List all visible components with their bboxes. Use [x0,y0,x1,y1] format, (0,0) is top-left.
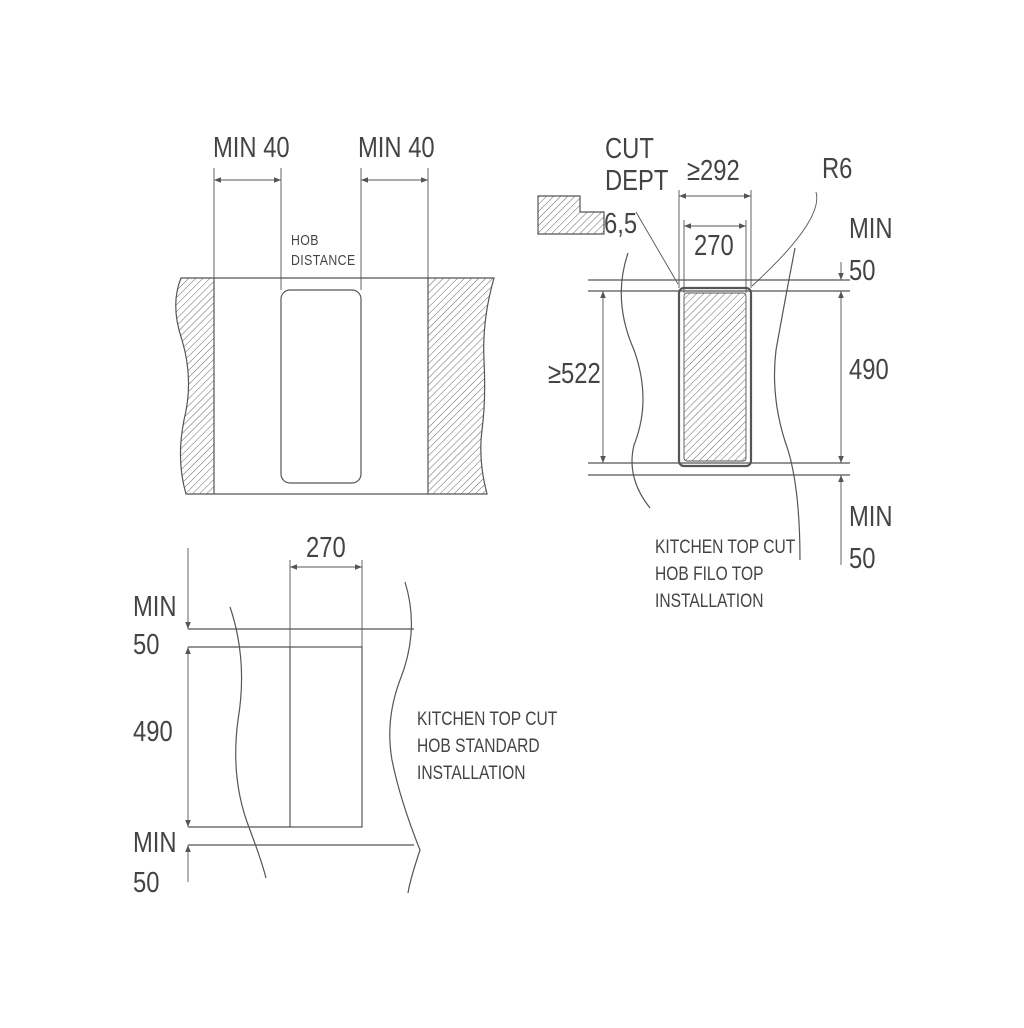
min-40-right-label: MIN 40 [358,132,435,164]
min-50-bottom-label: MIN 50 [133,827,177,899]
width-inner-label: 270 [694,230,734,262]
standard-view [185,548,421,894]
hob-distance-label: HOB DISTANCE [291,232,356,269]
cut-dept-label: CUT DEPT [605,133,669,197]
depth-outer-label: ≥522 [548,358,601,390]
standard-caption: KITCHEN TOP CUT HOB STANDARD INSTALLATIO… [417,709,558,784]
left-wall-hatch [175,277,215,495]
cutout [289,646,363,828]
min-40-left-label: MIN 40 [213,132,290,164]
leader-line [751,191,818,287]
width-outer-label: ≥292 [687,155,740,187]
min-50-bottom-label: MIN 50 [849,501,893,575]
right-wall-hatch [427,277,495,495]
depth-inner-label: 490 [849,354,889,386]
recess-inner [683,292,747,462]
radius-label: R6 [822,153,853,185]
break-line-right [389,581,421,894]
worktop-profile [537,195,605,235]
break-line-left [229,606,267,879]
min-50-top-label: MIN 50 [849,213,893,287]
cut-depth-value-label: 6,5 [604,208,638,240]
recess-outer [677,286,753,468]
filo-top-caption: KITCHEN TOP CUT HOB FILO TOP INSTALLATIO… [655,537,796,612]
hob-distance-view [175,168,495,495]
break-line-right [773,247,801,561]
min-50-top-label: MIN 50 [133,591,177,661]
filo-top-view [537,190,850,565]
leader-line [635,211,679,285]
hob-cutout [280,289,362,484]
standard-depth-label: 490 [133,716,173,748]
standard-width-label: 270 [306,532,346,564]
break-line-left [620,252,651,509]
